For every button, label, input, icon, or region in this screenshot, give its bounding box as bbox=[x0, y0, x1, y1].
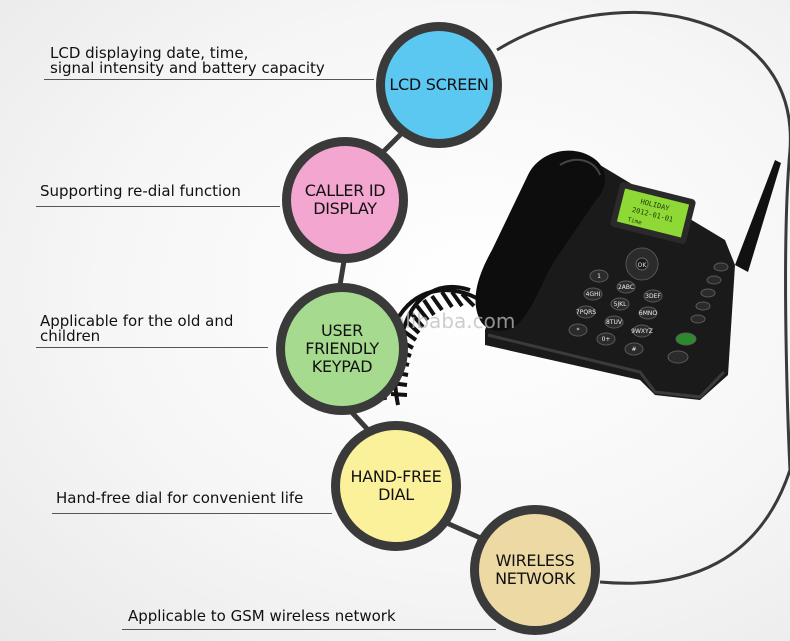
phone-lcd-display bbox=[616, 188, 690, 238]
key bbox=[624, 342, 644, 356]
key-label: 3DEF bbox=[645, 293, 661, 300]
divider bbox=[52, 513, 332, 514]
bubble-label: LCD SCREEN bbox=[389, 75, 489, 94]
key bbox=[616, 280, 636, 294]
phone-function-buttons bbox=[667, 262, 729, 364]
key bbox=[596, 332, 616, 346]
divider bbox=[122, 629, 496, 630]
divider bbox=[36, 347, 268, 348]
key-label: 8TUV bbox=[606, 319, 623, 326]
key bbox=[638, 306, 658, 320]
function-button bbox=[706, 275, 722, 285]
description-line: signal intensity and battery capacity bbox=[50, 59, 325, 77]
phone-keypad bbox=[568, 269, 663, 356]
phone-key-labels: 1 2ABC 3DEF 4GHI 5JKL 6MNO 7PQRS 8TUV 9W… bbox=[576, 273, 661, 353]
key bbox=[610, 297, 630, 311]
phone-antenna bbox=[735, 160, 781, 272]
description-caller-id: Supporting re-dial function bbox=[40, 184, 241, 199]
key-label: 4GHI bbox=[586, 291, 601, 298]
key bbox=[643, 289, 663, 303]
description-line: Supporting re-dial function bbox=[40, 182, 241, 200]
bubble-label: CALLER ID bbox=[304, 181, 386, 200]
key bbox=[576, 305, 596, 319]
key-label: 6MNO bbox=[639, 310, 657, 317]
key-label: 1 bbox=[597, 273, 601, 280]
key-label: 0+ bbox=[602, 336, 611, 343]
description-line: Applicable to GSM wireless network bbox=[128, 607, 396, 625]
description-line: children bbox=[40, 327, 101, 345]
description-line: LCD displaying date, time, bbox=[50, 44, 249, 62]
key-label: 2ABC bbox=[618, 284, 634, 291]
key bbox=[583, 287, 603, 301]
call-button bbox=[675, 332, 697, 346]
bubble-label: NETWORK bbox=[495, 569, 575, 588]
key-label: * bbox=[577, 327, 580, 334]
bubble-label: KEYPAD bbox=[311, 357, 373, 376]
function-button bbox=[713, 262, 729, 272]
key-label: 9WXYZ bbox=[631, 328, 653, 335]
bubble-label: FRIENDLY bbox=[305, 339, 379, 358]
divider bbox=[36, 206, 280, 207]
bubble-label: WIRELESS bbox=[495, 551, 575, 570]
bubble-label: HAND-FREE bbox=[350, 467, 442, 486]
key bbox=[632, 324, 652, 338]
description-lcd-screen: LCD displaying date, time, signal intens… bbox=[50, 46, 325, 76]
desk-phone: HOLIDAY 2012-01-01 Time OK 1 2ABC 3DEF bbox=[475, 150, 781, 400]
bubble-lcd-screen: LCD SCREEN bbox=[376, 22, 502, 148]
description-line: Applicable for the old and bbox=[40, 312, 234, 330]
key-label: 5JKL bbox=[614, 301, 628, 308]
divider bbox=[44, 79, 374, 80]
description-wireless: Applicable to GSM wireless network bbox=[128, 609, 396, 624]
function-button bbox=[690, 314, 706, 324]
function-button bbox=[700, 288, 716, 298]
connector-arc bbox=[496, 11, 790, 585]
lcd-line-3: Time bbox=[627, 216, 643, 226]
key-label: # bbox=[631, 346, 636, 353]
key bbox=[568, 323, 588, 337]
bubble-label: USER bbox=[321, 321, 363, 340]
nav-ok-label: OK bbox=[638, 262, 648, 269]
bubble-label: DIAL bbox=[378, 485, 414, 504]
key bbox=[604, 315, 624, 329]
description-keypad: Applicable for the old and children bbox=[40, 314, 233, 344]
function-button bbox=[695, 301, 711, 311]
key bbox=[589, 269, 609, 283]
description-line: Hand-free dial for convenient life bbox=[56, 489, 304, 507]
speaker-button bbox=[667, 350, 689, 364]
key-label: 7PQRS bbox=[576, 309, 596, 316]
description-hand-free: Hand-free dial for convenient life bbox=[56, 491, 303, 506]
phone-handset bbox=[475, 150, 606, 331]
bubble-label: DISPLAY bbox=[313, 199, 377, 218]
